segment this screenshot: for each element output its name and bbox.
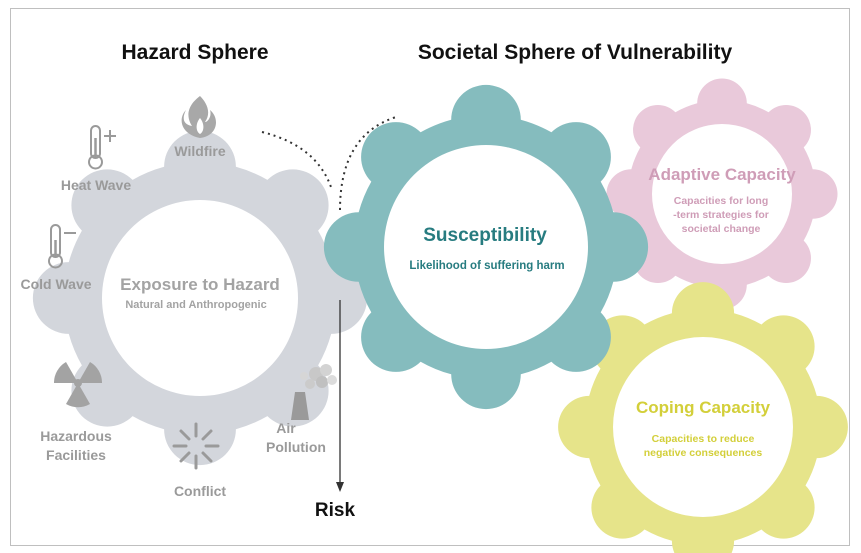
hazard-gear <box>32 130 368 466</box>
susceptibility-sublabel: Likelihood of suffering harm <box>409 260 564 272</box>
smokestack-icon <box>291 364 337 420</box>
wildfire-label: Wildfire <box>174 143 225 159</box>
exposure-to-hazard-label: Exposure to Hazard <box>120 275 280 294</box>
susceptibility-label: Susceptibility <box>423 225 547 246</box>
hazardous-facilities-label: Facilities <box>46 447 106 463</box>
risk-label: Risk <box>315 500 356 521</box>
radiation-icon <box>53 362 103 408</box>
susceptibility-gear <box>323 84 649 410</box>
exposure-sublabel: Natural and Anthropogenic <box>125 299 266 311</box>
air-pollution-label: Air <box>276 420 296 436</box>
adaptive-capacity-gear <box>606 78 838 310</box>
coping-sublabel-line: Capacities to reduce <box>652 433 755 445</box>
air-pollution-label: Pollution <box>266 439 326 455</box>
heat-wave-label: Heat Wave <box>61 177 132 193</box>
thermometer-plus-icon <box>88 125 116 170</box>
societal-sphere-title: Societal Sphere of Vulnerability <box>418 41 733 64</box>
adaptive-sublabel-line: societal change <box>682 223 761 235</box>
thermometer-minus-icon <box>48 224 76 269</box>
coping-sublabel-line: negative consequences <box>644 447 763 459</box>
conflict-label: Conflict <box>174 483 226 499</box>
adaptive-sublabel-line: Capacities for long <box>674 195 769 207</box>
explosion-icon <box>172 422 220 470</box>
cold-wave-label: Cold Wave <box>20 276 91 292</box>
coping-capacity-label: Coping Capacity <box>636 398 771 417</box>
flame-icon <box>181 96 216 138</box>
hazardous-facilities-label: Hazardous <box>40 428 112 444</box>
hazard-sphere-title: Hazard Sphere <box>121 41 268 64</box>
risk-arrow-head <box>336 482 344 492</box>
adaptive-capacity-label: Adaptive Capacity <box>648 165 796 184</box>
adaptive-sublabel-line: -term strategies for <box>673 209 769 221</box>
coping-capacity-gear <box>558 282 848 553</box>
